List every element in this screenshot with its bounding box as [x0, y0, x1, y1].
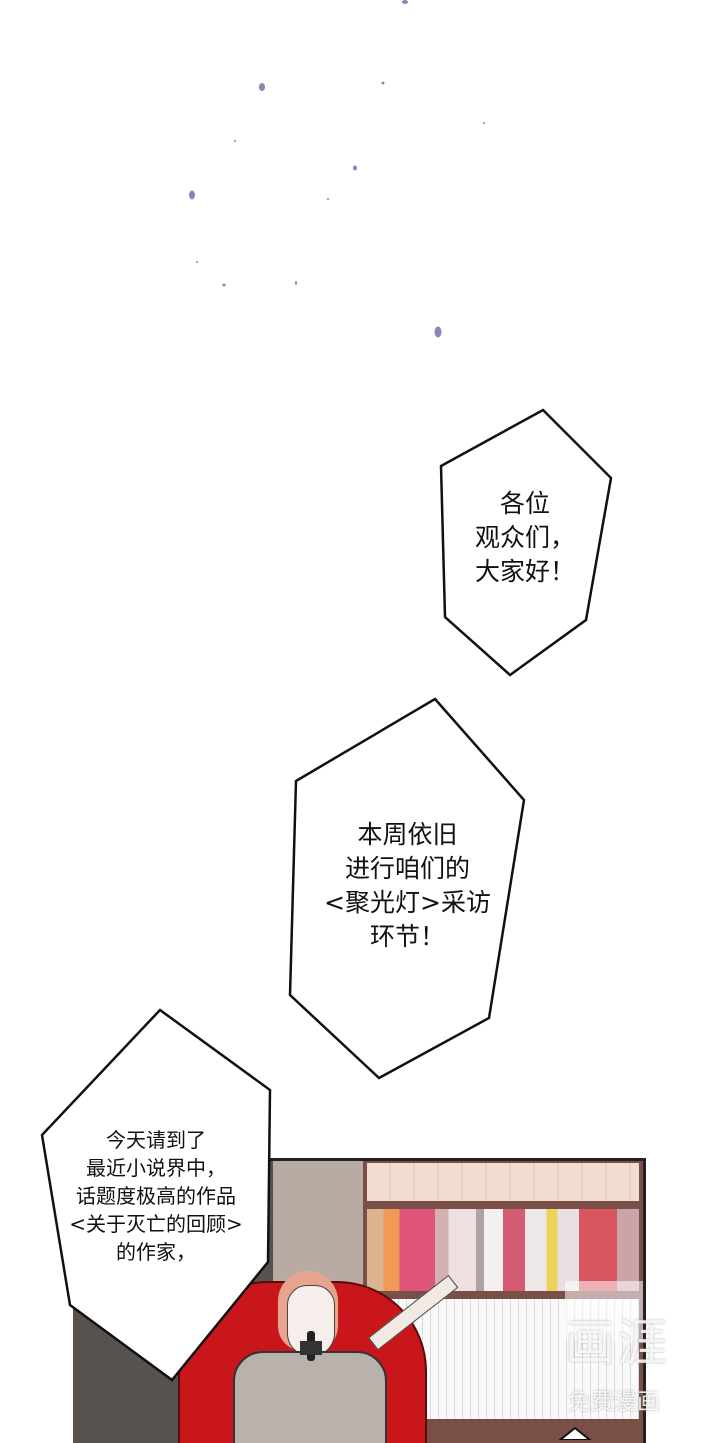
petal	[295, 281, 297, 285]
watermark-logo	[565, 1281, 643, 1341]
watermark-logo-text: 画涯	[565, 1314, 669, 1372]
bubble-text-2: 本周依旧 进行咱们的 <聚光灯>采访 环节！	[324, 820, 491, 951]
petal	[189, 190, 195, 200]
petals-decoration	[189, 0, 485, 338]
petal	[234, 140, 236, 142]
speech-bubble-3	[40, 1008, 272, 1382]
watermark-caption: 免费漫画	[568, 1389, 660, 1415]
petal	[353, 165, 357, 171]
bubble-tail	[558, 1426, 592, 1440]
bubble-text-3: 今天请到了 最近小说界中， 话题度极高的作品 <关于灭亡的回顾> 的作家，	[69, 1128, 243, 1264]
petal	[483, 122, 485, 124]
speech-bubble-2	[288, 697, 526, 1080]
petal	[327, 198, 329, 200]
petal	[259, 83, 265, 91]
petal	[402, 0, 408, 4]
petal	[434, 326, 442, 338]
speech-bubble-1	[439, 408, 613, 677]
bubble-text-1: 各位 观众们， 大家好！	[474, 489, 575, 586]
petal	[196, 261, 198, 263]
host-character	[223, 1271, 473, 1443]
petal	[381, 81, 385, 85]
petal	[222, 283, 226, 287]
